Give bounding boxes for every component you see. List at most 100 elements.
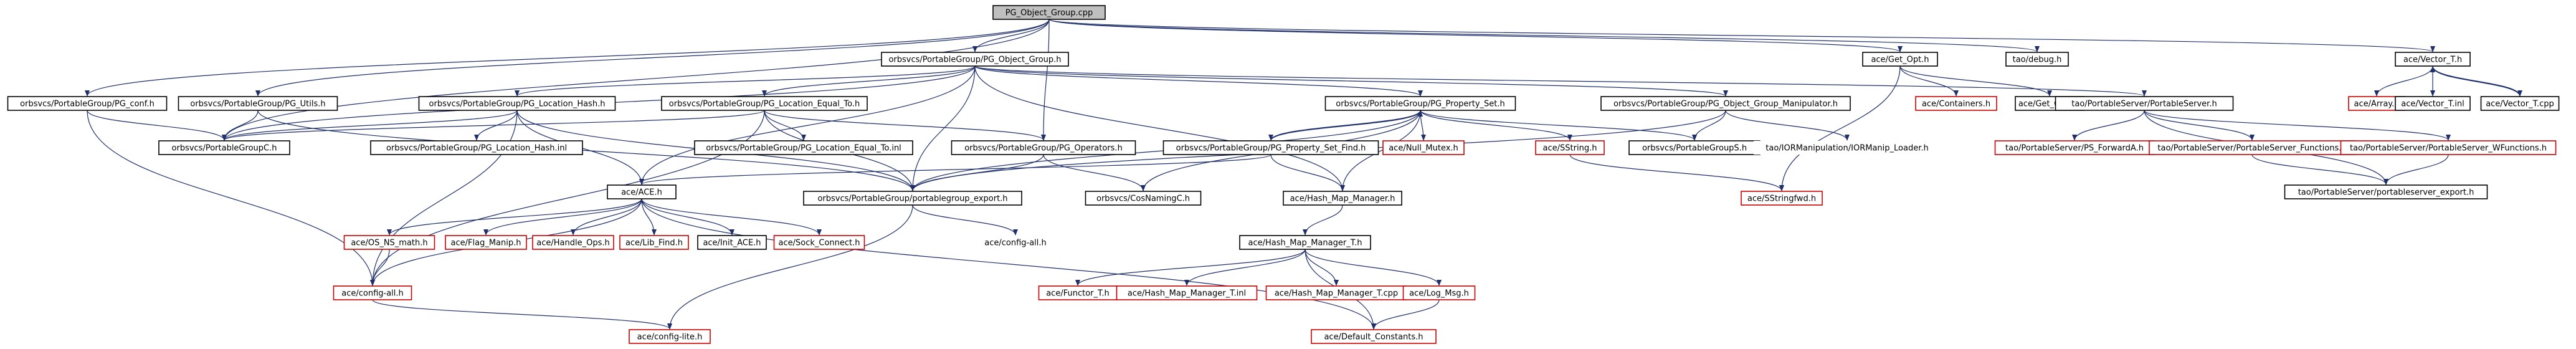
node-ace-null-mutex-h[interactable]: ace/Null_Mutex.h [1382, 140, 1465, 155]
edge-tao-portableserver-h-to-tao-ps-functions-h [2144, 110, 2255, 141]
node-box [1311, 329, 1437, 344]
node-box [694, 140, 913, 155]
edge-tao-portableserver-h-to-tao-ps-wfunctions-h [2144, 110, 2451, 141]
node-portablegroupc-h[interactable]: orbsvcs/PortableGroupC.h [158, 140, 290, 155]
node-tao-ps-wfunctions-h[interactable]: tao/PortableServer/PortableServer_WFunct… [2340, 140, 2557, 155]
node-pg-operators-h[interactable]: orbsvcs/PortableGroup/PG_Operators.h [951, 140, 1136, 155]
node-box [333, 285, 412, 300]
node-pg-location-hash-inl[interactable]: orbsvcs/PortableGroup/PG_Location_Hash.i… [370, 140, 583, 155]
edge-pg-operators-h-to-portablegroup-export-h [910, 154, 1044, 191]
node-box [445, 235, 527, 250]
edge-ace-hash-map-manager-t-h-to-ace-log-msg-h [1305, 249, 1442, 286]
edge-ace-hash-map-manager-t-h-to-ace-hash-map-manager-t-inl [1184, 249, 1306, 286]
edge-pg-object-group-manipulator-h-to-portablegroups-h [1692, 110, 1726, 141]
node-ace-config-lite-h[interactable]: ace/config-lite.h [629, 329, 711, 344]
edge-ace-ace-h-to-ace-init-ace-h [641, 198, 734, 236]
node-pg-conf-h[interactable]: orbsvcs/PortableGroup/PG_conf.h [7, 96, 168, 111]
node-label: orbsvcs/PortableGroup/PG_Location_Hash.i… [386, 144, 567, 153]
node-pg-object-group-manipulator-h[interactable]: orbsvcs/PortableGroup/PG_Object_Group_Ma… [1600, 96, 1851, 111]
node-pg-location-hash-h[interactable]: orbsvcs/PortableGroup/PG_Location_Hash.h [418, 96, 616, 111]
node-pg-location-equal-to-inl[interactable]: orbsvcs/PortableGroup/PG_Location_Equal_… [694, 140, 913, 155]
node-box [1915, 96, 1997, 111]
node-box [2005, 52, 2069, 67]
node-root[interactable]: PG_Object_Group.cpp [992, 5, 1106, 20]
node-tao-portableserver-h[interactable]: tao/PortableServer/PortableServer.h [2055, 96, 2234, 111]
node-ace-hash-map-manager-t-inl[interactable]: ace/Hash_Map_Manager_T.inl [1116, 285, 1258, 300]
node-ace-handle-ops-h[interactable]: ace/Handle_Ops.h [532, 235, 614, 250]
edge-pg-object-group-h-to-pg-property-set-h [974, 65, 1423, 97]
node-pg-location-equal-to-h[interactable]: orbsvcs/PortableGroup/PG_Location_Equal_… [661, 96, 868, 111]
node-box [343, 235, 435, 250]
node-box [1324, 96, 1516, 111]
node-label: ace/Flag_Manip.h [451, 239, 521, 248]
node-box [975, 236, 1056, 249]
node-ace-hash-map-manager-t-cpp[interactable]: ace/Hash_Map_Manager_T.cpp [1265, 285, 1407, 300]
node-ace-vector-t-inl[interactable]: ace/Vector_T.inl [2395, 96, 2471, 111]
node-cosnamingc-h[interactable]: orbsvcs/CosNamingC.h [1085, 191, 1202, 206]
edge-pg-conf-h-to-portablegroupc-h [87, 110, 227, 141]
node-ace-flag-manip-h[interactable]: ace/Flag_Manip.h [445, 235, 527, 250]
edge-pg-property-set-h-to-ace-null-mutex-h [1420, 110, 1426, 141]
edge-ace-ace-h-to-ace-flag-manip-h [483, 198, 642, 236]
node-box [2340, 140, 2557, 155]
node-pg-object-group-h[interactable]: orbsvcs/PortableGroup/PG_Object_Group.h [881, 52, 1069, 67]
node-ace-config-all-h[interactable]: ace/config-all.h [333, 285, 412, 300]
node-ace-log-msg-h[interactable]: ace/Log_Msg.h [1402, 285, 1476, 300]
node-tao-ps-functions-h[interactable]: tao/PortableServer/PortableServer_Functi… [2149, 140, 2355, 155]
node-label: tao/IORManipulation/IORManip_Loader.h [1766, 144, 1928, 153]
node-ace-sstringfwd-h[interactable]: ace/SStringfwd.h [1741, 191, 1823, 206]
node-ior-manip-loader-h[interactable]: tao/IORManipulation/IORManip_Loader.h [1754, 141, 1941, 155]
node-ace-ace-h[interactable]: ace/ACE.h [607, 184, 677, 199]
node-label: ace/SStringfwd.h [1747, 194, 1816, 204]
node-pg-property-set-find-h[interactable]: orbsvcs/PortableGroup/PG_Property_Set_Fi… [1162, 140, 1379, 155]
node-pg-utils-h[interactable]: orbsvcs/PortableGroup/PG_Utils.h [178, 96, 338, 111]
edge-ace-ace-h-to-ace-handle-ops-h [571, 198, 642, 236]
node-ace-hash-map-manager-h[interactable]: ace/Hash_Map_Manager.h [1283, 191, 1402, 206]
node-ace-default-constants-h[interactable]: ace/Default_Constants.h [1311, 329, 1437, 344]
node-box [1754, 141, 1941, 155]
node-box [2284, 184, 2488, 199]
node-tao-debug-h[interactable]: tao/debug.h [2005, 52, 2069, 67]
node-label: orbsvcs/PortableGroup/PG_Object_Group_Ma… [1614, 100, 1838, 109]
node-tao-portableserver-export-h[interactable]: tao/PortableServer/portableserver_export… [2284, 184, 2488, 199]
node-ace-sock-connect-h[interactable]: ace/Sock_Connect.h [773, 235, 865, 250]
node-label: ace/Containers.h [1922, 100, 1990, 109]
node-ace-lib-find-h[interactable]: ace/Lib_Find.h [619, 235, 689, 250]
node-ace-hash-map-manager-t-h[interactable]: ace/Hash_Map_Manager_T.h [1239, 235, 1371, 250]
edge-pg-object-group-h-to-ace-ace-h [639, 65, 976, 185]
node-ace-config-all-h-plain[interactable]: ace/config-all.h [975, 236, 1056, 249]
node-box [1116, 285, 1258, 300]
node-pg-property-set-h[interactable]: orbsvcs/PortableGroup/PG_Property_Set.h [1324, 96, 1516, 111]
node-ace-init-ace-h[interactable]: ace/Init_ACE.h [697, 235, 767, 250]
node-portablegroup-export-h[interactable]: orbsvcs/PortableGroup/portablegroup_expo… [803, 191, 1022, 206]
node-label: orbsvcs/CosNamingC.h [1096, 194, 1190, 204]
node-label: orbsvcs/PortableGroup/PG_Utils.h [190, 100, 325, 109]
edge-ace-hash-map-manager-h-to-ace-hash-map-manager-t-h [1303, 204, 1343, 236]
edge-ace-log-msg-h-to-ace-default-constants-h [1371, 299, 1440, 330]
node-box [178, 96, 338, 111]
node-ace-vector-t-h[interactable]: ace/Vector_T.h [2395, 52, 2471, 67]
node-ace-get-opt-h[interactable]: ace/Get_Opt.h [1862, 52, 1938, 67]
edge-root-to-portablegroupc-h [222, 19, 1050, 141]
node-ace-functor-t-h[interactable]: ace/Functor_T.h [1038, 285, 1118, 300]
node-label: ace/Vector_T.inl [2401, 100, 2464, 109]
node-label: orbsvcs/PortableGroup/portablegroup_expo… [817, 194, 1007, 204]
node-ace-sstring-h[interactable]: ace/SString.h [1535, 140, 1605, 155]
edge-ace-vector-t-h-to-ace-vector-t-cpp [2432, 65, 2522, 97]
node-portablegroups-h[interactable]: orbsvcs/PortableGroupS.h [1628, 140, 1761, 155]
node-ace-containers-h[interactable]: ace/Containers.h [1915, 96, 1997, 111]
node-label: orbsvcs/PortableGroupC.h [172, 144, 277, 153]
node-box [418, 96, 616, 111]
node-label: ace/config-all.h [341, 289, 404, 299]
node-box [1862, 52, 1938, 67]
edge-tao-ps-wfunctions-h-to-tao-portableserver-export-h [2384, 154, 2449, 185]
node-ace-array-h[interactable]: ace/Array.h [2348, 96, 2405, 111]
node-box [697, 235, 767, 250]
edge-pg-property-set-find-h-to-ace-ace-h [639, 154, 1271, 185]
edge-ace-ace-h-to-ace-lib-find-h [641, 198, 657, 236]
node-ace-vector-t-cpp[interactable]: ace/Vector_T.cpp [2480, 96, 2560, 111]
edge-tao-portableserver-h-to-tao-ps-forwarda-h [2072, 110, 2145, 141]
node-ace-os-ns-math-h[interactable]: ace/OS_NS_math.h [343, 235, 435, 250]
node-tao-ps-forwarda-h[interactable]: tao/PortableServer/PS_ForwardA.h [1994, 140, 2155, 155]
node-label: tao/PortableServer/PS_ForwardA.h [2005, 144, 2144, 153]
